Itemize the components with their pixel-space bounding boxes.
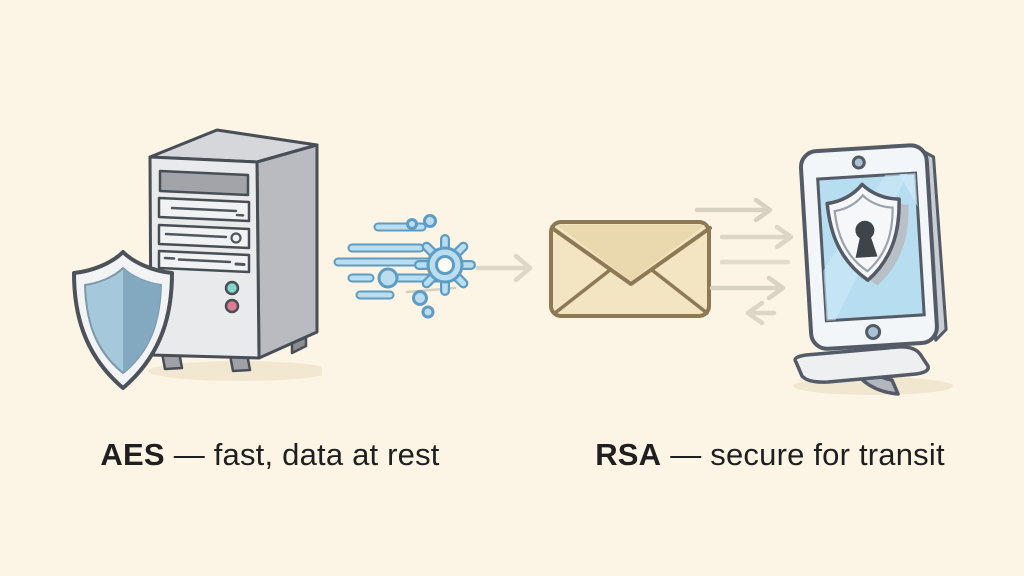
gear bbox=[414, 234, 476, 296]
aes-caption: AES— fast, data at rest bbox=[70, 437, 470, 473]
camera-dot-top bbox=[851, 155, 866, 170]
rsa-caption: RSA— secure for transit bbox=[570, 437, 970, 473]
envelope-fold-lines bbox=[550, 226, 712, 315]
envelope-icon bbox=[549, 220, 712, 318]
arrow-right-icon bbox=[694, 198, 773, 223]
screen-shield-inner-line bbox=[833, 193, 894, 273]
camera-dot-bottom bbox=[865, 323, 882, 340]
rsa-term: RSA bbox=[595, 437, 662, 472]
keyhole-icon bbox=[855, 220, 878, 258]
aes-term: AES bbox=[100, 437, 165, 472]
shield-face-dark bbox=[123, 268, 161, 373]
arrow-right-icon bbox=[709, 275, 786, 301]
envelope-flap-fill bbox=[557, 225, 705, 281]
server-power-light-pink bbox=[224, 298, 240, 314]
monitor-shield-lock-icon bbox=[793, 143, 953, 396]
server-power-light-teal bbox=[224, 280, 240, 296]
server-drive-details bbox=[163, 206, 246, 266]
transit-arrows bbox=[694, 198, 794, 326]
rsa-description: — secure for transit bbox=[670, 437, 945, 472]
aes-description: — fast, data at rest bbox=[173, 437, 440, 472]
speed-gear-icon bbox=[333, 214, 476, 319]
arrow-left-icon bbox=[745, 300, 777, 326]
monitor-stand-base bbox=[793, 345, 930, 384]
blue-shield-icon bbox=[72, 250, 174, 390]
arrow-right-icon bbox=[475, 253, 533, 283]
arrow-right-icon bbox=[719, 224, 794, 250]
server-tower-icon bbox=[148, 128, 322, 381]
speed-dots bbox=[377, 214, 437, 319]
